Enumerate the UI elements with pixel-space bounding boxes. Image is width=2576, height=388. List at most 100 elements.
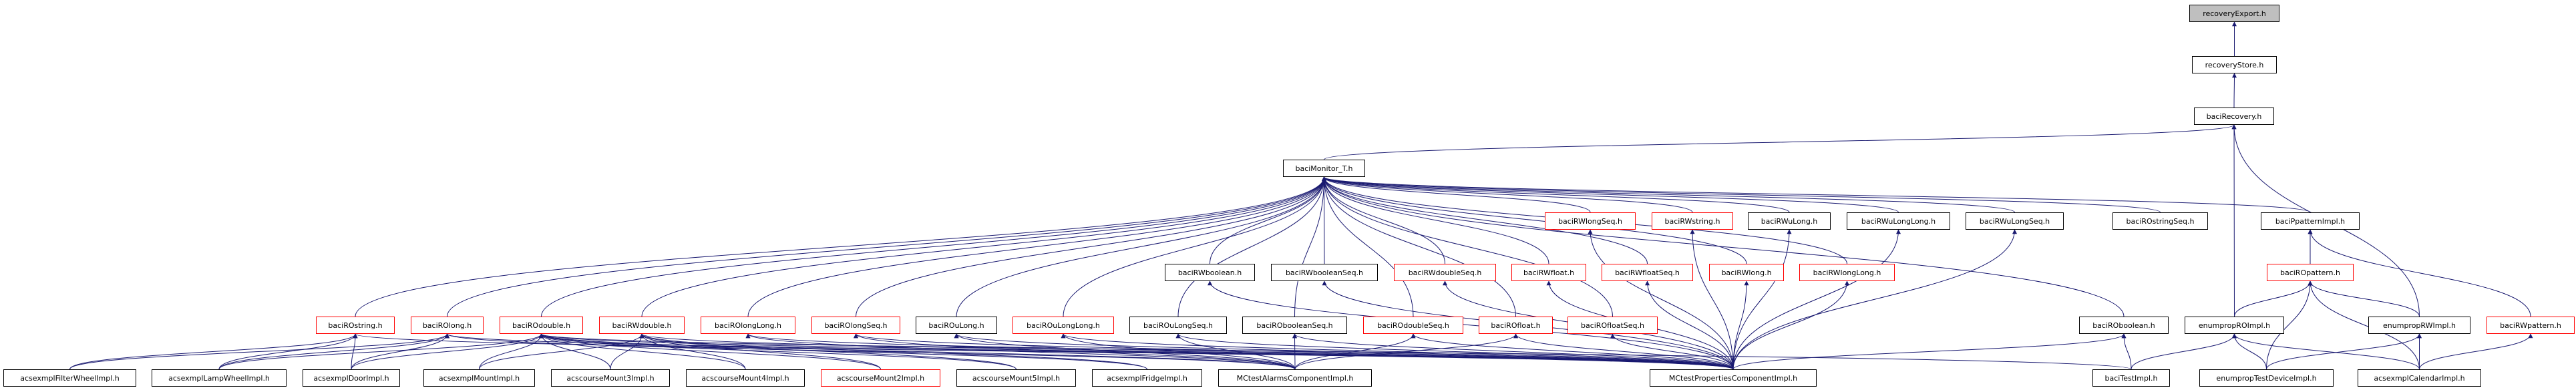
edge-acsexmplDoorImpl-to-baciROdouble (351, 333, 544, 370)
node-baciROboolean[interactable]: baciROboolean.h (2079, 317, 2169, 334)
edge-baciTestImpl-to-enumpropROImpl (2131, 333, 2237, 370)
edge-enumpropTestDeviceImpl-to-enumpropROImpl (2232, 333, 2267, 370)
edge-acsexmplFilterWheelImpl-to-baciROlong (69, 333, 449, 370)
node-baciROstring[interactable]: baciROstring.h (316, 317, 395, 334)
edge-enumpropRWImpl-to-baciROpattern (2308, 280, 2420, 317)
edge-baciRWfloatSeq-to-baciMonitor_T (1322, 176, 1648, 264)
edge-baciROuLongSeq-to-baciMonitor_T (1177, 176, 1326, 317)
edge-MCtestPropertiesComponentImpl-to-baciRWdouble (639, 333, 1734, 370)
node-label: acscourseMount2Impl.h (836, 373, 925, 383)
node-enumpropRWImpl[interactable]: enumpropRWImpl.h (2368, 317, 2470, 334)
node-baciRWfloat[interactable]: baciRWfloat.h (1511, 264, 1586, 281)
edge-MCtestAlarmsComponentImpl-to-baciROlong (445, 333, 1296, 370)
edge-MCtestPropertiesComponentImpl-to-baciRWuLongSeq (1732, 229, 2017, 370)
edge-MCtestPropertiesComponentImpl-to-baciRWuLongLong (1732, 229, 1901, 370)
node-baciROfloatSeq[interactable]: baciROfloatSeq.h (1568, 317, 1658, 334)
node-baciROuLongLong[interactable]: baciROuLongLong.h (1013, 317, 1114, 334)
edge-baciROlongSeq-to-baciMonitor_T (856, 176, 1326, 317)
node-baciRWdouble[interactable]: baciRWdouble.h (599, 317, 685, 334)
node-baciROdoubleSeq[interactable]: baciROdoubleSeq.h (1363, 317, 1463, 334)
node-baciRWstring[interactable]: baciRWstring.h (1652, 212, 1733, 230)
node-acsexmplFilterWheelImpl[interactable]: acsexmplFilterWheelImpl.h (3, 369, 136, 387)
node-baciRWuLong[interactable]: baciRWuLong.h (1748, 212, 1831, 230)
node-enumpropROImpl[interactable]: enumpropROImpl.h (2185, 317, 2284, 334)
edge-baciROfloatSeq-to-baciMonitor_T (1322, 176, 1613, 317)
node-label: enumpropRWImpl.h (2383, 321, 2456, 330)
edge-MCtestPropertiesComponentImpl-to-baciROuLongSeq (1175, 333, 1734, 370)
node-enumpropTestDeviceImpl[interactable]: enumpropTestDeviceImpl.h (2199, 369, 2334, 387)
edge-baciROboolean-to-baciMonitor_T (1322, 176, 2125, 317)
edge-baciRWdouble-to-baciMonitor_T (641, 176, 1326, 317)
edge-enumpropTestDeviceImpl-to-baciROpattern (2266, 280, 2313, 370)
node-baciRWuLongLong[interactable]: baciRWuLongLong.h (1847, 212, 1950, 230)
node-label: baciROfloat.h (1491, 321, 1541, 330)
node-label: baciRWuLongLong.h (1861, 216, 1936, 226)
edge-MCtestPropertiesComponentImpl-to-baciROlongLong (745, 333, 1734, 370)
edge-baciRWuLongLong-to-baciMonitor_T (1322, 176, 1899, 213)
node-acsexmplFridgeImpl[interactable]: acsexmplFridgeImpl.h (1092, 369, 1202, 387)
edge-acscourseMount4Impl-to-baciROdouble (539, 333, 746, 370)
edge-baciROdouble-to-baciMonitor_T (541, 176, 1326, 317)
node-baciRWlongLong[interactable]: baciRWlongLong.h (1799, 264, 1895, 281)
edge-baciRWlong-to-baciMonitor_T (1322, 176, 1747, 264)
node-baciRWuLongSeq[interactable]: baciRWuLongSeq.h (1966, 212, 2064, 230)
node-label: recoveryExport.h (2203, 9, 2266, 18)
node-baciRObooleanSeq[interactable]: baciRObooleanSeq.h (1242, 317, 1347, 334)
node-baciRWlongSeq[interactable]: baciRWlongSeq.h (1545, 212, 1636, 230)
node-acsexmplLampWheelImpl[interactable]: acsexmplLampWheelImpl.h (152, 369, 287, 387)
node-acsexmplMountImpl[interactable]: acsexmplMountImpl.h (423, 369, 535, 387)
node-acscourseMount4Impl[interactable]: acscourseMount4Impl.h (686, 369, 805, 387)
node-MCtestAlarmsComponentImpl[interactable]: MCtestAlarmsComponentImpl.h (1218, 369, 1372, 387)
node-label: acsexmplCalendarImpl.h (2374, 373, 2465, 383)
node-baciROfloat[interactable]: baciROfloat.h (1479, 317, 1553, 334)
node-label: MCtestAlarmsComponentImpl.h (1236, 373, 1354, 383)
node-baciRWfloatSeq[interactable]: baciRWfloatSeq.h (1602, 264, 1693, 281)
node-acscourseMount3Impl[interactable]: acscourseMount3Impl.h (551, 369, 670, 387)
node-baciRecovery[interactable]: baciRecovery.h (2194, 108, 2274, 125)
node-baciTestImpl[interactable]: baciTestImpl.h (2092, 369, 2170, 387)
node-baciROlong[interactable]: baciROlong.h (411, 317, 484, 334)
edge-baciTestImpl-to-baciROboolean (2121, 333, 2132, 370)
node-acscourseMount2Impl[interactable]: acscourseMount2Impl.h (821, 369, 940, 387)
node-label: acsexmplFridgeImpl.h (1107, 373, 1187, 383)
node-baciPpatternImpl[interactable]: baciPpatternImpl.h (2261, 212, 2360, 230)
node-MCtestPropertiesComponentImpl[interactable]: MCtestPropertiesComponentImpl.h (1650, 369, 1817, 387)
node-acscourseMount5Impl[interactable]: acscourseMount5Impl.h (956, 369, 1076, 387)
node-baciROlongSeq[interactable]: baciROlongSeq.h (811, 317, 900, 334)
node-recoveryStore[interactable]: recoveryStore.h (2192, 56, 2277, 73)
node-baciROlongLong[interactable]: baciROlongLong.h (701, 317, 795, 334)
node-acsexmplCalendarImpl[interactable]: acsexmplCalendarImpl.h (2358, 369, 2481, 387)
node-baciROstringSeq[interactable]: baciROstringSeq.h (2112, 212, 2208, 230)
edge-acsexmplCalendarImpl-to-baciRWpattern (2419, 333, 2533, 370)
edge-baciMonitor_T-to-baciRecovery (1324, 124, 2237, 160)
node-label: baciRWbooleanSeq.h (1285, 268, 1364, 277)
edge-MCtestPropertiesComponentImpl-to-baciROlongSeq (854, 333, 1734, 370)
node-label: baciROlongLong.h (715, 321, 781, 330)
node-baciMonitor_T[interactable]: baciMonitor_T.h (1283, 160, 1365, 177)
edge-MCtestPropertiesComponentImpl-to-baciROfloatSeq (1610, 333, 1734, 370)
edge-baciROuLongLong-to-baciMonitor_T (1063, 176, 1326, 317)
node-label: baciROfloatSeq.h (1580, 321, 1645, 330)
edge-baciRWuLongSeq-to-baciMonitor_T (1322, 176, 2015, 213)
node-label: baciROpattern.h (2279, 268, 2340, 277)
node-baciROuLong[interactable]: baciROuLong.h (916, 317, 997, 334)
node-baciRWpattern[interactable]: baciRWpattern.h (2487, 317, 2575, 334)
node-baciROpattern[interactable]: baciROpattern.h (2267, 264, 2354, 281)
edge-MCtestPropertiesComponentImpl-to-baciRObooleanSeq (1292, 333, 1734, 370)
node-baciRWdoubleSeq[interactable]: baciRWdoubleSeq.h (1394, 264, 1496, 281)
node-label: enumpropTestDeviceImpl.h (2216, 373, 2317, 383)
edge-acsexmplCalendarImpl-to-enumpropROImpl (2232, 333, 2420, 370)
node-baciROdouble[interactable]: baciROdouble.h (500, 317, 583, 334)
node-acsexmplDoorImpl[interactable]: acsexmplDoorImpl.h (303, 369, 400, 387)
edge-acscourseMount4Impl-to-baciRWdouble (639, 333, 746, 370)
node-label: baciTestImpl.h (2104, 373, 2158, 383)
node-label: acsexmplDoorImpl.h (313, 373, 389, 383)
node-baciRWlong[interactable]: baciRWlong.h (1709, 264, 1784, 281)
node-label: baciROlong.h (422, 321, 472, 330)
node-baciRWboolean[interactable]: baciRWboolean.h (1165, 264, 1255, 281)
node-baciROuLongSeq[interactable]: baciROuLongSeq.h (1129, 317, 1227, 334)
edge-acscourseMount3Impl-to-baciRWdouble (610, 333, 645, 370)
edge-baciRObooleanSeq-to-baciMonitor_T (1294, 176, 1326, 317)
node-label: baciROuLongSeq.h (1143, 321, 1213, 330)
node-baciRWbooleanSeq[interactable]: baciRWbooleanSeq.h (1271, 264, 1378, 281)
